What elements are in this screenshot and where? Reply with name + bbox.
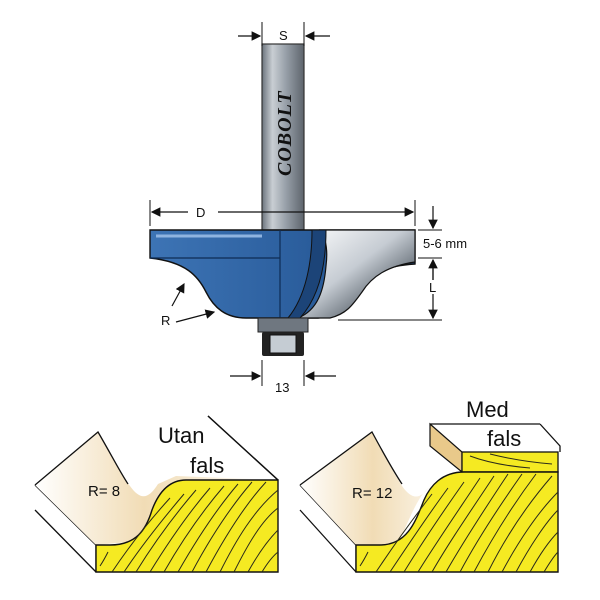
wood-grain-lines-2 <box>359 453 559 573</box>
rebate-band <box>461 451 559 473</box>
body-facet <box>150 230 281 318</box>
dimension-s: S <box>238 22 330 46</box>
caption-fals-2: fals <box>487 426 521 451</box>
profile-surface <box>35 432 278 545</box>
dim-l-label: L <box>429 280 436 295</box>
profile-utan-fals: Utan fals R= 8 <box>34 415 279 573</box>
shank <box>261 43 305 231</box>
caption-med: Med <box>466 397 509 422</box>
dimension-l: L <box>338 264 442 321</box>
dim-s-label: S <box>279 28 288 43</box>
radius-label-2: R= 12 <box>352 485 392 502</box>
profile-surface-2 <box>300 432 462 545</box>
dimension-thickness: 5-6 mm <box>418 206 467 282</box>
bearing-collar <box>257 317 309 333</box>
caption-fals-1: fals <box>190 453 224 478</box>
dimension-r: R <box>161 282 216 328</box>
profile-med-fals: Med fals R= 12 <box>299 397 561 573</box>
dim-bearing-label: 13 <box>275 380 289 395</box>
profile-top-line <box>34 415 279 486</box>
rebate-side <box>429 422 463 474</box>
profile-top-line-2 <box>299 431 403 486</box>
router-bit: COBOLT <box>149 43 416 356</box>
rebate-top <box>430 423 561 452</box>
dim-r-label: R <box>161 313 170 328</box>
radius-label-1: R= 8 <box>88 483 120 500</box>
dim-d-label: D <box>196 205 205 220</box>
dimension-bearing: 13 <box>230 360 336 395</box>
caption-utan: Utan <box>158 423 204 448</box>
wood-grain-lines <box>99 481 279 573</box>
carbide-edge <box>297 229 416 319</box>
bearing-ring <box>269 334 297 354</box>
brand-label: COBOLT <box>274 90 296 176</box>
dim-thickness-label: 5-6 mm <box>423 236 467 251</box>
dimension-d: D <box>149 200 416 226</box>
